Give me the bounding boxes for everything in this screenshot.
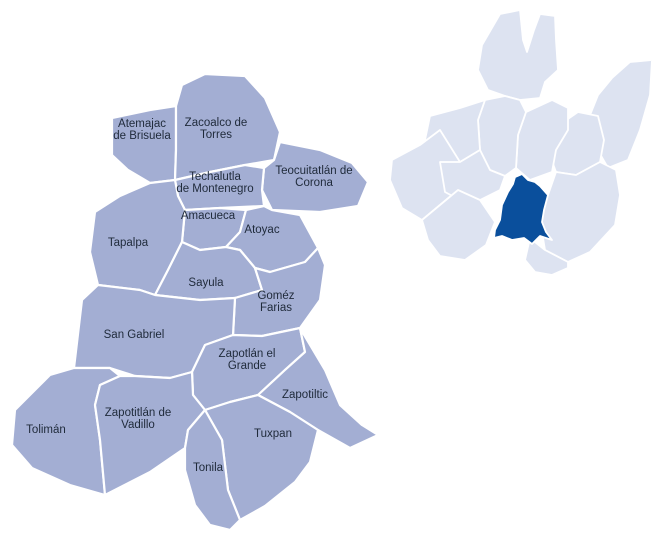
label-toliman: Tolimán (26, 424, 66, 436)
label-sangabriel: San Gabriel (104, 329, 165, 341)
label-zapotiltic: Zapotiltic (282, 389, 328, 401)
label-zacoalco-line: Zacoalco de (185, 117, 248, 129)
label-sangabriel-line: San Gabriel (104, 329, 165, 341)
label-techaluta-line: de Montenegro (176, 183, 253, 195)
label-tonila-line: Tonila (193, 462, 224, 474)
muni-zapotiltic[interactable] (256, 326, 380, 450)
region-sur[interactable] (493, 173, 553, 245)
label-techaluta-line: Techalutla (189, 171, 241, 183)
label-tapalpa: Tapalpa (108, 237, 149, 249)
region-sierra[interactable] (524, 237, 569, 276)
label-atemajac-line: Atemajac (118, 118, 166, 130)
municipality-map (10, 72, 380, 532)
label-zapotitlan-line: Vadillo (121, 419, 155, 431)
label-atoyac-line: Atoyac (244, 224, 279, 236)
label-amacueca-line: Amacueca (181, 210, 236, 222)
label-tuxpan: Tuxpan (254, 428, 292, 440)
label-sayula: Sayula (188, 277, 224, 289)
label-sayula-line: Sayula (188, 277, 224, 289)
label-gomez-line: Farias (260, 302, 292, 314)
label-zapotlan-line: Zapotlán el (219, 348, 276, 360)
label-zapotlan-line: Grande (228, 360, 266, 372)
label-zacoalco-line: Torres (200, 129, 232, 141)
label-atoyac: Atoyac (244, 224, 279, 236)
region-costa-sur[interactable] (421, 189, 496, 261)
label-teocuitatlan-line: Corona (295, 177, 333, 189)
muni-tonila[interactable] (183, 408, 242, 532)
muni-zacoalco[interactable] (173, 72, 282, 182)
label-tuxpan-line: Tuxpan (254, 428, 292, 440)
state-region-map (389, 9, 652, 276)
label-zapotiltic-line: Zapotiltic (282, 389, 328, 401)
label-tapalpa-line: Tapalpa (108, 237, 149, 249)
label-teocuitatlan-line: Teocuitatlán de (275, 165, 352, 177)
label-atemajac-line: de Brisuela (113, 130, 171, 142)
region-sureste[interactable] (539, 161, 621, 263)
label-zapotitlan-line: Zapotitlán de (105, 407, 172, 419)
label-toliman-line: Tolimán (26, 424, 66, 436)
label-amacueca: Amacueca (181, 210, 236, 222)
region-norte[interactable] (477, 9, 559, 101)
label-gomez-line: Goméz (257, 290, 294, 302)
label-tonila: Tonila (193, 462, 224, 474)
